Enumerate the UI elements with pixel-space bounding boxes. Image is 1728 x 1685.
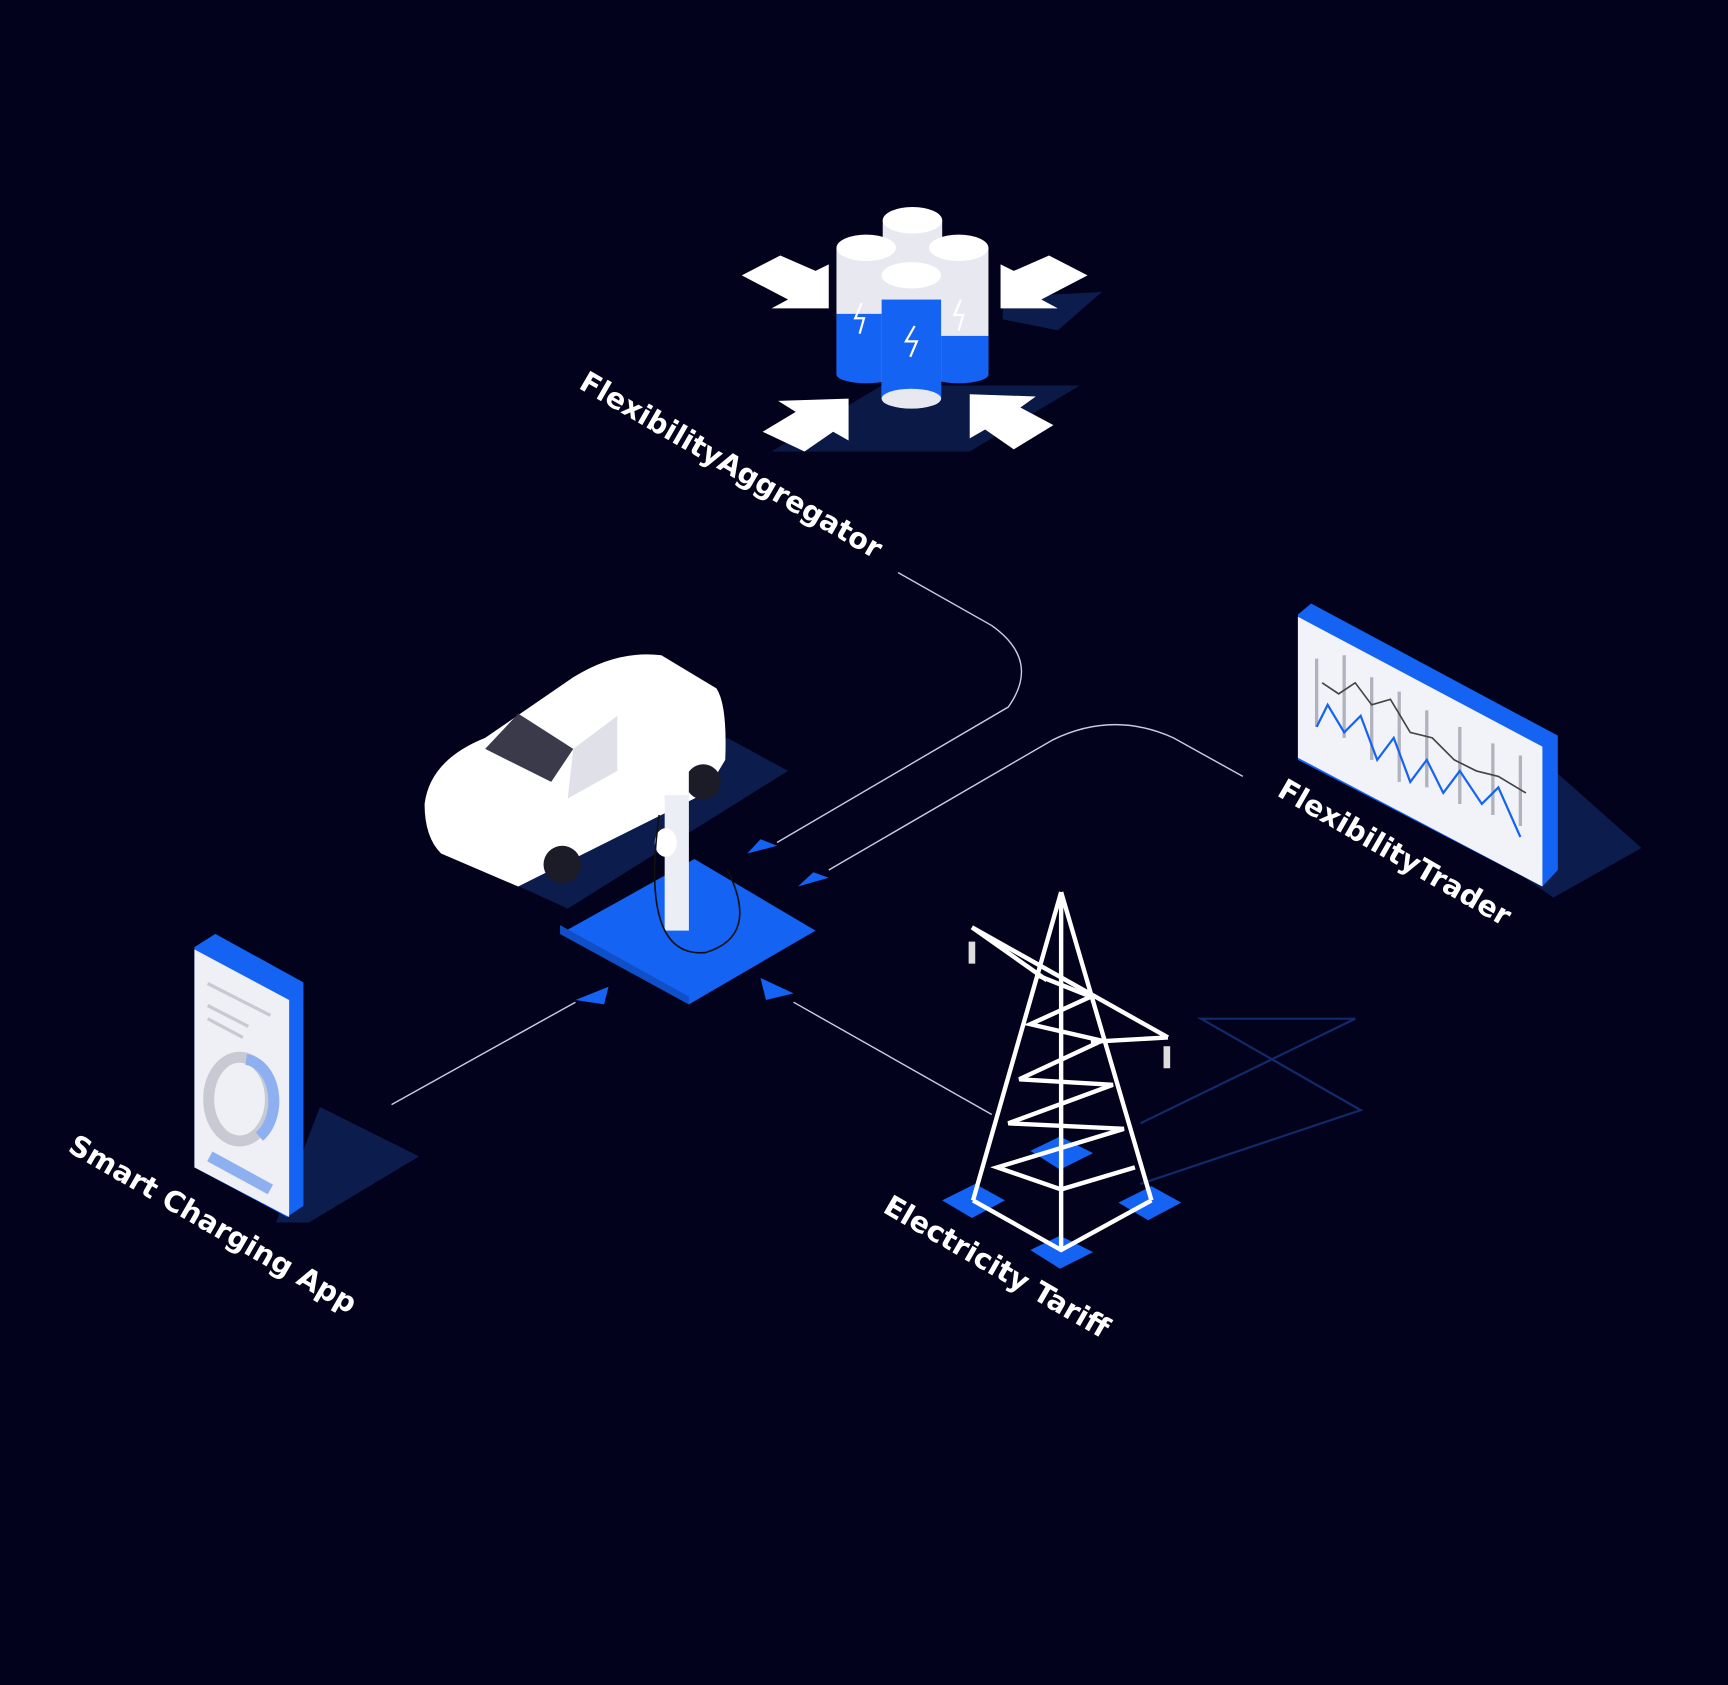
trader-connector [828,723,1244,871]
charging-station-icon [560,740,816,1005]
connectors [391,572,1244,1116]
aggregator-connector [776,572,1023,844]
tariff-connector [793,1001,993,1116]
battery [881,262,942,409]
arrow-icon [575,986,609,1005]
trading-chart-panel-icon [1297,603,1642,898]
arrow-icon [760,977,794,1000]
electric-car-icon [424,654,789,909]
smartphone-app-icon [194,933,420,1223]
arrow-icon [797,872,829,887]
arrow-icon [747,839,777,854]
battery-aggregator-icon [741,207,1102,452]
power-tower-icon [942,891,1364,1269]
app-connector [391,1001,576,1106]
